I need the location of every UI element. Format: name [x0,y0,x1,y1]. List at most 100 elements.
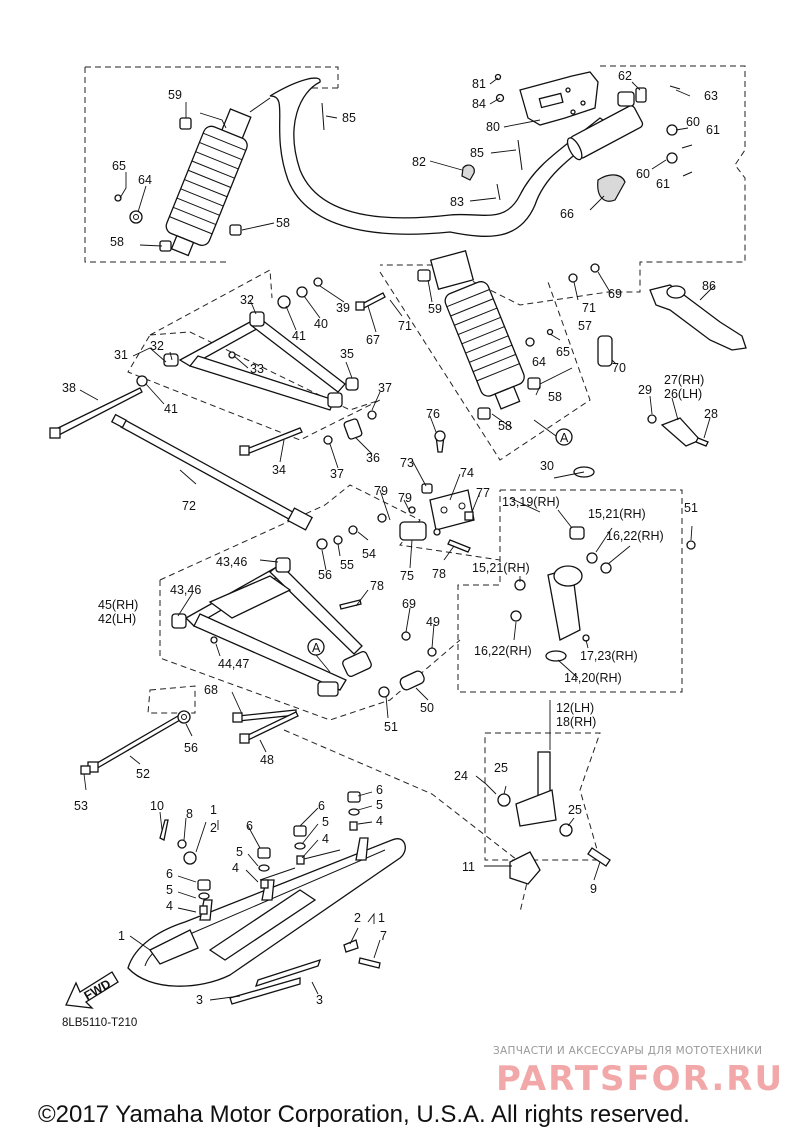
callout-62: 62 [618,69,632,83]
callout-25b: 25 [568,803,582,817]
callout-4d: 4 [376,814,383,828]
callout-2: 2 [210,821,217,835]
callout-61b: 61 [656,177,670,191]
callout-84: 84 [472,97,486,111]
callout-60: 60 [686,115,700,129]
callout-36: 36 [366,451,380,465]
callout-82: 82 [412,155,426,169]
callout-32b: 32 [150,339,164,353]
callout-15-21b: 15,21(RH) [472,561,530,575]
tie-rod [110,413,313,531]
callout-8: 8 [186,807,193,821]
callout-9: 9 [590,882,597,896]
callout-34: 34 [272,463,286,477]
callout-50: 50 [420,701,434,715]
callout-63: 63 [704,89,718,103]
callout-58: 58 [110,235,124,249]
callout-58b: 58 [276,216,290,230]
callout-18rh: 18(RH) [556,715,596,729]
callout-59b: 59 [428,302,442,316]
callout-12lh: 12(LH) [556,701,594,715]
callout-66: 66 [560,207,574,221]
callout-53: 53 [74,799,88,813]
callout-31: 31 [114,348,128,362]
callout-41b: 41 [164,402,178,416]
callout-48: 48 [260,753,274,767]
callout-85: 85 [342,111,356,125]
callout-labels: 59 85 65 64 58 58 81 84 80 82 85 83 66 6… [62,69,720,1007]
callout-4b: 4 [166,899,173,913]
callout-27rh: 27(RH) [664,373,704,387]
callout-64b: 64 [532,355,546,369]
callout-56b: 56 [184,741,198,755]
callout-30: 30 [540,459,554,473]
callout-78: 78 [432,567,446,581]
callout-4: 4 [232,861,239,875]
callout-43-46b: 43,46 [170,583,201,597]
callout-49: 49 [426,615,440,629]
callout-59: 59 [168,88,182,102]
callout-75: 75 [400,569,414,583]
callout-71: 71 [398,319,412,333]
fwd-direction-arrow: FWD [65,971,119,1009]
copyright-notice: ©2017 Yamaha Motor Corporation, U.S.A. A… [38,1101,690,1128]
callout-2b: 2 [354,911,361,925]
callout-1c: 1 [378,911,385,925]
callout-45rh: 45(RH) [98,598,138,612]
callout-65: 65 [112,159,126,173]
callout-74: 74 [460,466,474,480]
callout-51: 51 [684,501,698,515]
callout-52: 52 [136,767,150,781]
figure-code: 8LB5110-T210 [62,1017,138,1029]
callout-25: 25 [494,761,508,775]
callout-77: 77 [476,486,490,500]
callout-29: 29 [638,383,652,397]
callout-13-19: 13,19(RH) [502,495,560,509]
callout-43-46: 43,46 [216,555,247,569]
callout-79: 79 [374,484,388,498]
callout-78b: 78 [370,579,384,593]
callout-69: 69 [608,287,622,301]
callout-54: 54 [362,547,376,561]
reference-a: A [560,431,569,445]
callout-71b: 71 [582,301,596,315]
hand-grip-lever [649,284,747,351]
callout-67: 67 [366,333,380,347]
callout-16-22b: 16,22(RH) [474,644,532,658]
watermark-logo: PARTSFOR.RU [496,1059,782,1096]
watermark-brand: PARTSFOR.RU [496,1059,782,1096]
callout-86: 86 [702,279,716,293]
callout-56: 56 [318,568,332,582]
callout-64: 64 [138,173,152,187]
callout-61: 61 [706,123,720,137]
callout-41: 41 [292,329,306,343]
callout-5b: 5 [166,883,173,897]
callout-6b: 6 [166,867,173,881]
callout-73: 73 [400,456,414,470]
callout-85b: 85 [470,146,484,160]
callout-40: 40 [314,317,328,331]
callout-65b: 65 [556,345,570,359]
reference-a-2: A [312,641,321,655]
callout-6: 6 [246,819,253,833]
callout-16-22a: 16,22(RH) [606,529,664,543]
callout-33: 33 [250,362,264,376]
callout-58d: 58 [498,419,512,433]
watermark-subtitle: ЗАПЧАСТИ И АКСЕССУАРЫ ДЛЯ МОТОТЕХНИКИ [493,1045,763,1057]
callout-39: 39 [336,301,350,315]
ski [127,791,406,1005]
callout-42lh: 42(LH) [98,612,136,626]
upper-a-arm [49,277,386,456]
callout-14-20: 14,20(RH) [564,671,622,685]
callout-81: 81 [472,77,486,91]
front-shock-absorber [114,97,271,257]
callout-6d: 6 [376,783,383,797]
callout-28: 28 [704,407,718,421]
callout-10: 10 [150,799,164,813]
callout-32: 32 [240,293,254,307]
callout-6c: 6 [318,799,325,813]
callout-24: 24 [454,769,468,783]
steering-arm-parts [316,430,475,553]
callout-15-21a: 15,21(RH) [588,507,646,521]
callout-80: 80 [486,120,500,134]
